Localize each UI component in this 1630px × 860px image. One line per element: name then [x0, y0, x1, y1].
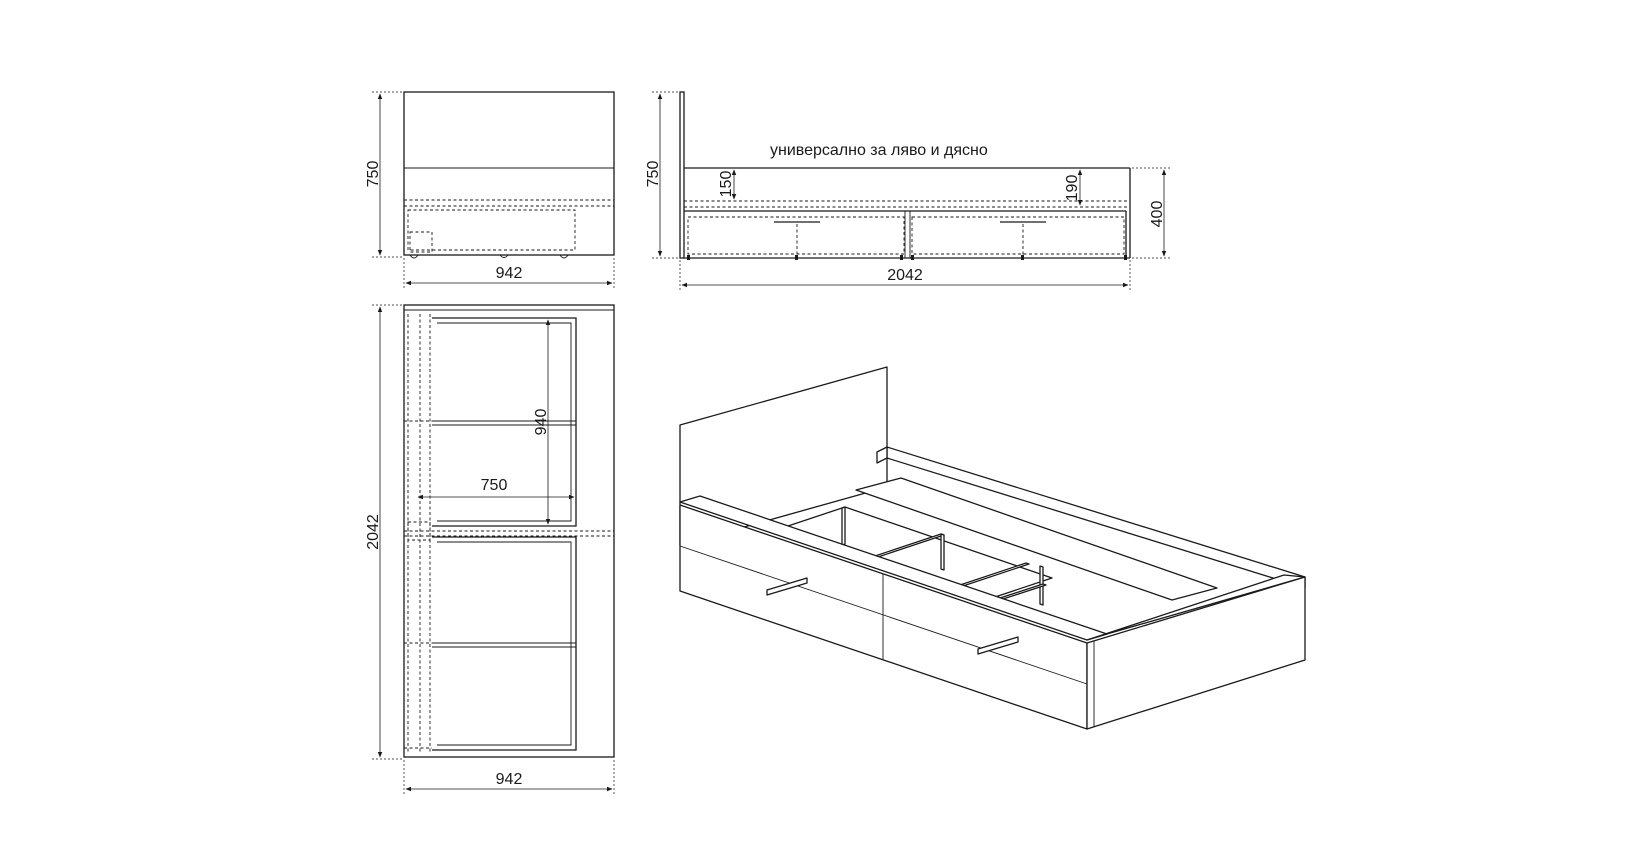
universal-note: универсално за ляво и дясно: [770, 142, 988, 159]
inner-length-label: 940: [533, 409, 550, 436]
side-height-label: 750: [645, 161, 662, 188]
isometric-view: [679, 366, 1306, 730]
side-view: [679, 91, 1131, 260]
front-width-dimension: 942: [403, 258, 615, 290]
inner-width-dimension: 750: [417, 477, 575, 500]
side-length-label: 2042: [887, 267, 923, 284]
front-height-label: 750: [365, 161, 382, 188]
front-view: [403, 91, 615, 259]
drawer-depth-left-dimension: 150: [718, 169, 737, 200]
drawer-depth-right-dimension: 190: [1064, 169, 1083, 206]
side-bed-height-label: 400: [1149, 201, 1166, 228]
side-height-dimension: 750: [645, 91, 680, 259]
top-width-label: 942: [496, 771, 523, 788]
inner-length-dimension: 940: [533, 319, 551, 525]
drawer-depth-left-label: 150: [718, 171, 735, 198]
drawer-depth-right-label: 190: [1064, 175, 1081, 202]
top-length-dimension: 2042: [365, 304, 404, 760]
inner-width-label: 750: [481, 477, 508, 494]
top-length-label: 2042: [365, 514, 382, 550]
front-height-dimension: 750: [365, 91, 404, 258]
top-width-dimension: 942: [403, 760, 615, 796]
front-width-label: 942: [496, 265, 523, 282]
top-view: [403, 304, 615, 758]
side-bed-height-dimension: 400: [1132, 167, 1172, 259]
side-length-dimension: 2042: [679, 260, 1131, 292]
